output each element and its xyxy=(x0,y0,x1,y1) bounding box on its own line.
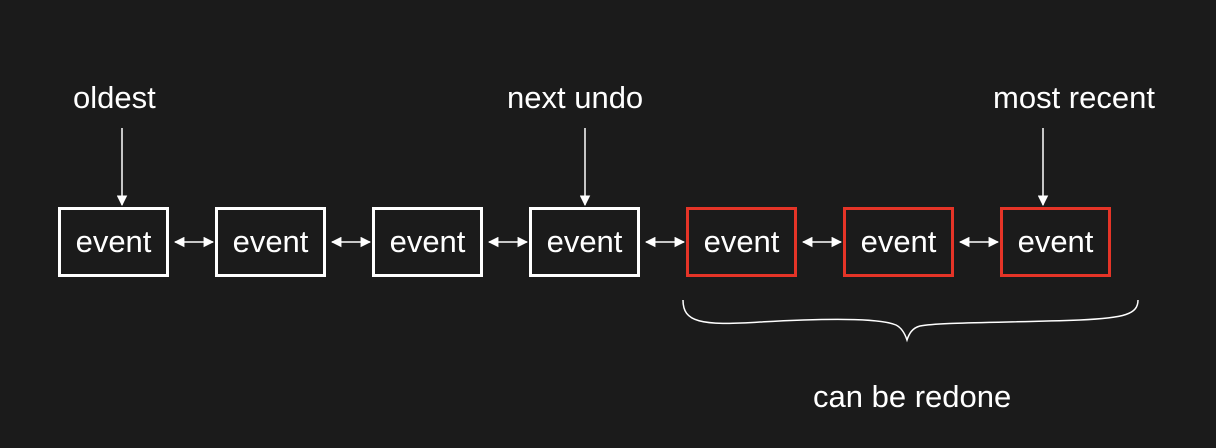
event-box: event xyxy=(1000,207,1111,277)
event-box: event xyxy=(529,207,640,277)
can-be-redone-label: can be redone xyxy=(813,379,1012,414)
oldest-label: oldest xyxy=(73,80,156,115)
most-recent-label: most recent xyxy=(993,80,1155,115)
event-box: event xyxy=(215,207,326,277)
event-box: event xyxy=(843,207,954,277)
next-undo-label: next undo xyxy=(507,80,644,115)
event-box: event xyxy=(686,207,797,277)
event-box: event xyxy=(372,207,483,277)
redo-brace xyxy=(682,299,1139,343)
event-box: event xyxy=(58,207,169,277)
